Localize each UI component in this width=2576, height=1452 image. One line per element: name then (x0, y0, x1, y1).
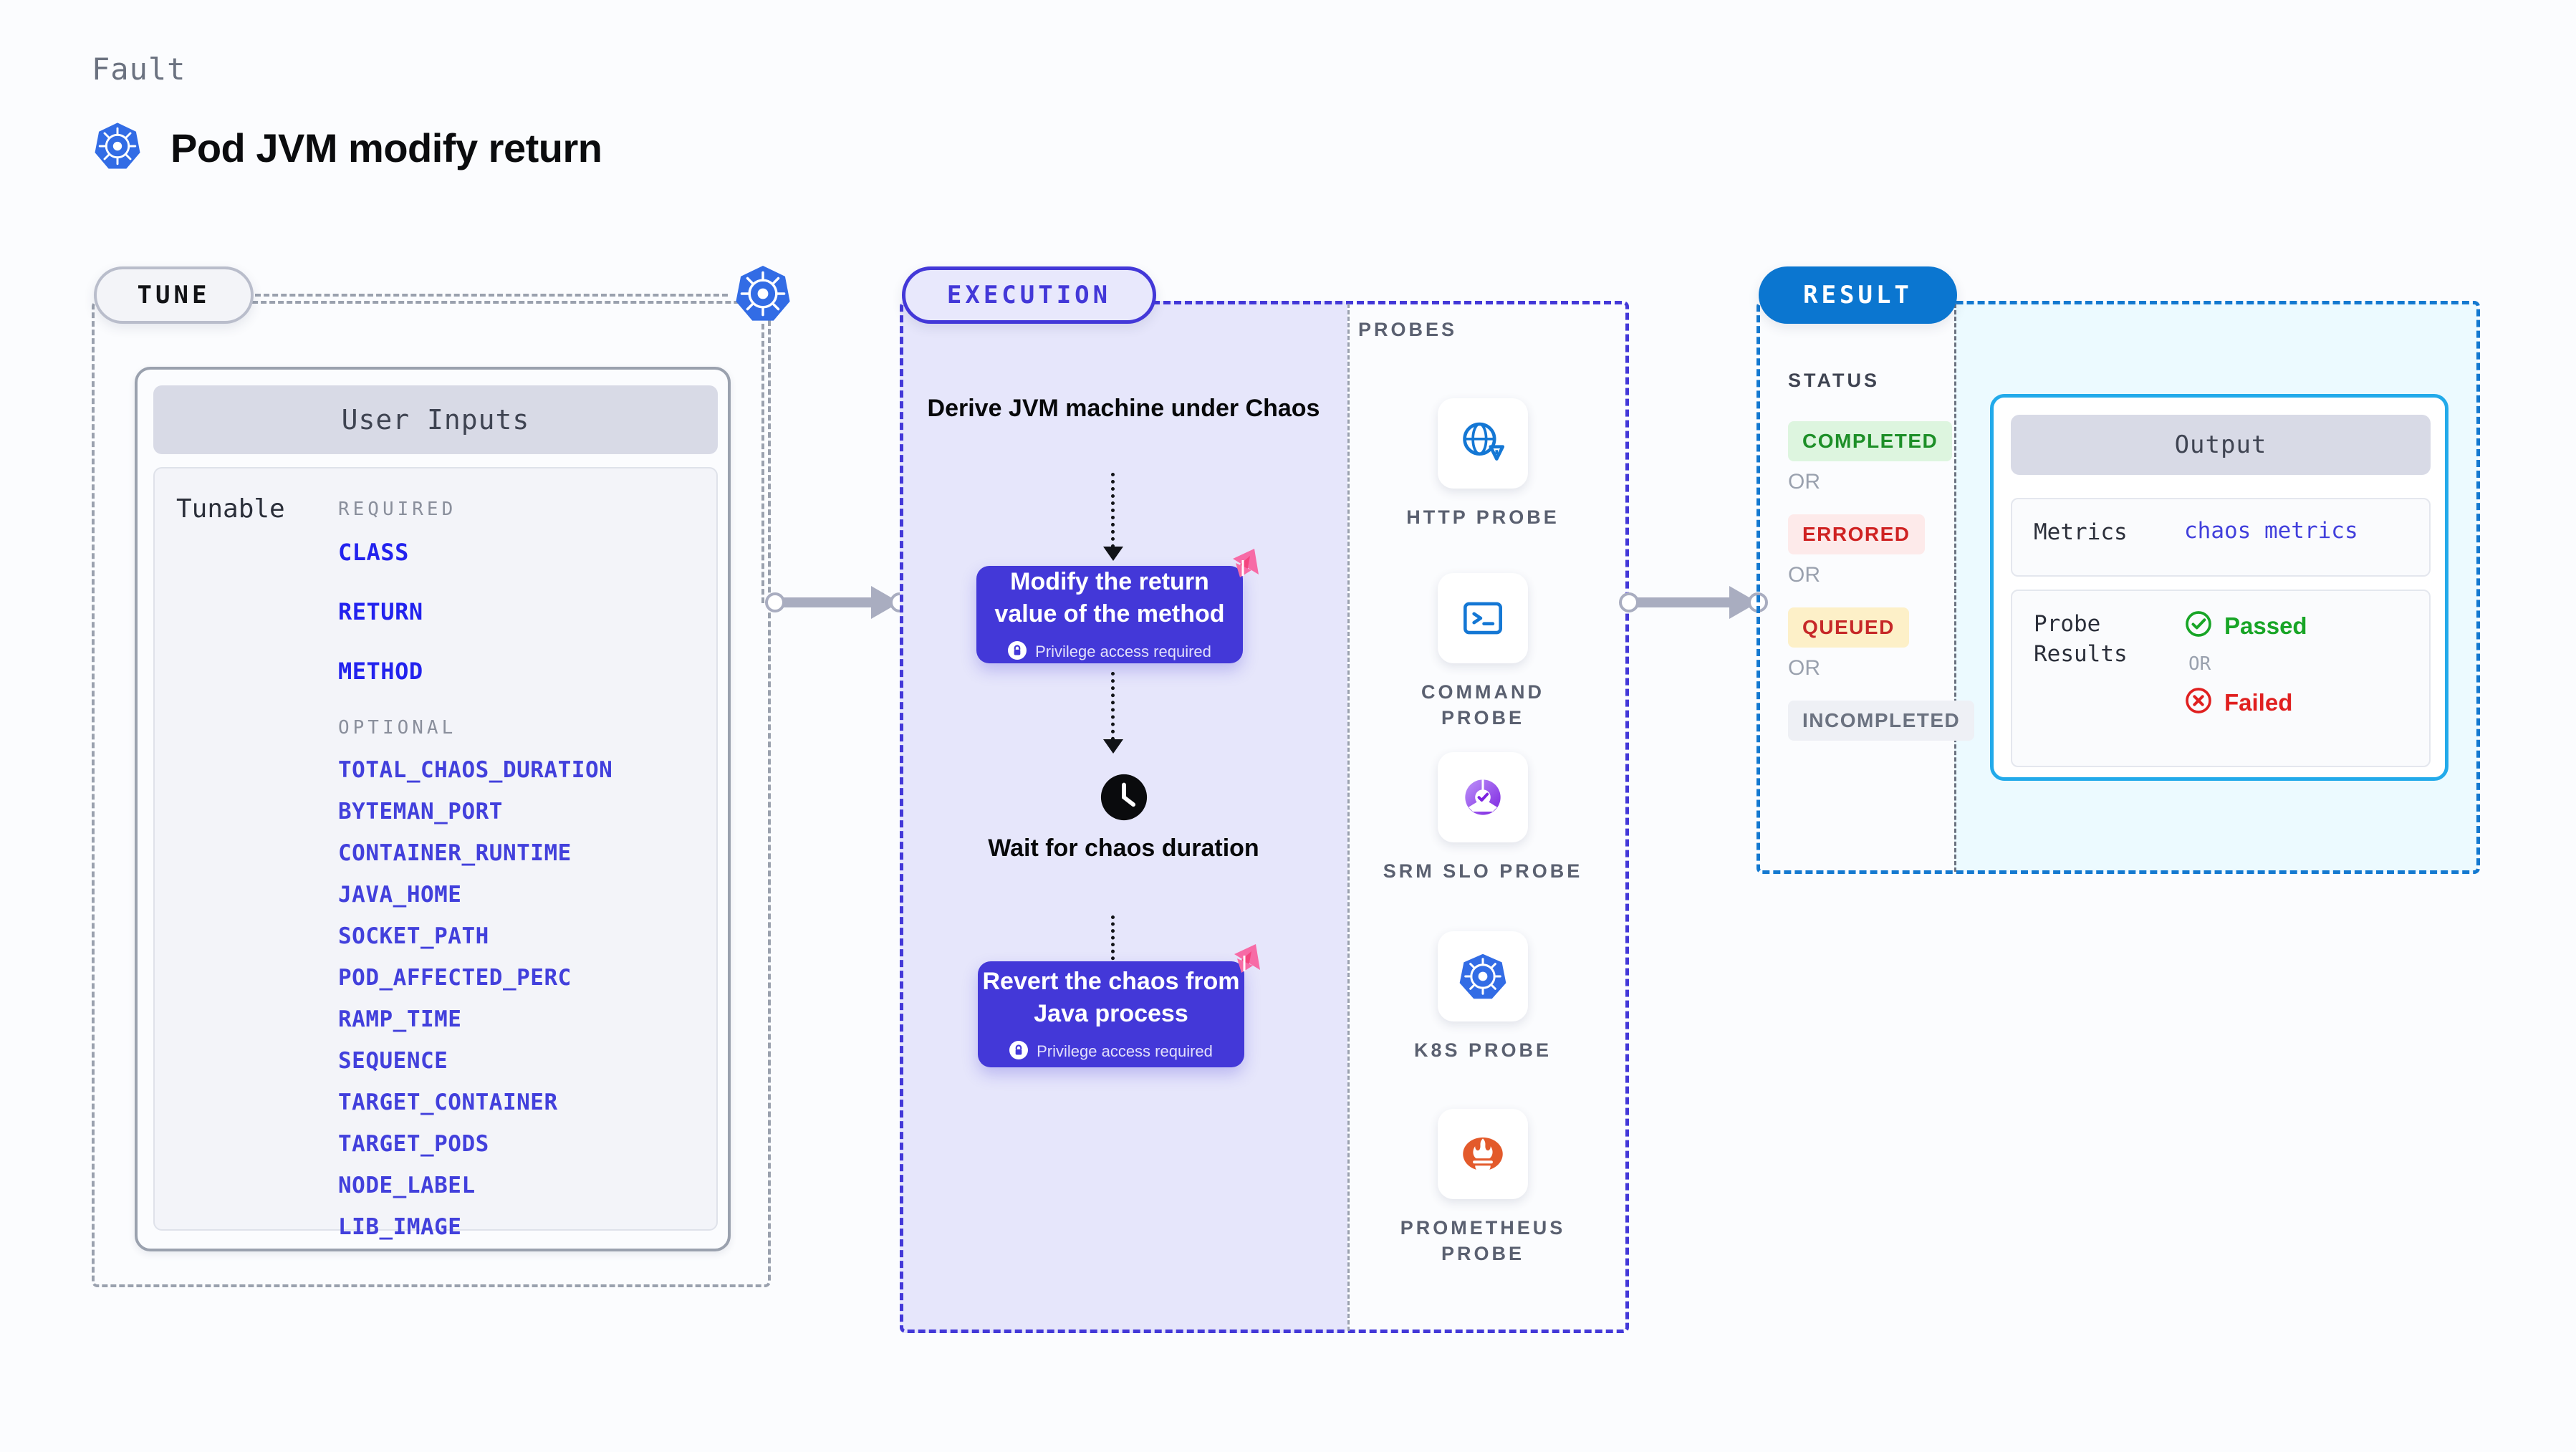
privilege-label: Privilege access required (1037, 1042, 1213, 1061)
arrow-step1-to-step2 (1103, 473, 1123, 561)
fault-title-row: Pod JVM modify return (92, 120, 602, 176)
required-parameter-list: CLASS RETURN METHOD (338, 539, 711, 685)
privilege-label: Privilege access required (1035, 643, 1211, 661)
srm-slo-icon (1438, 752, 1528, 842)
execution-to-result-arrow (1619, 586, 1771, 619)
tunable-label: Tunable (176, 494, 285, 524)
check-circle-icon (2184, 610, 2213, 642)
result-boundary (1756, 301, 2480, 874)
probe-caption: COMMAND PROBE (1421, 681, 1544, 729)
chaos-corner-icon (1219, 543, 1264, 589)
output-metrics-row: Metrics chaos metrics (2011, 498, 2431, 577)
probe-result-passed: Passed (2184, 610, 2307, 642)
fault-eyebrow: Fault (92, 52, 186, 87)
status-or-label: OR (1788, 656, 1820, 680)
execution-step4-text: Revert the chaos from Java process (982, 968, 1240, 1027)
user-inputs-card: User Inputs Tunable REQUIRED CLASS RETURN… (135, 367, 731, 1251)
optional-parameter[interactable]: TARGET_CONTAINER (338, 1090, 558, 1115)
optional-parameter[interactable]: TARGET_PODS (338, 1131, 489, 1157)
optional-parameter[interactable]: RAMP_TIME (338, 1006, 462, 1032)
required-parameter[interactable]: METHOD (338, 658, 423, 685)
kubernetes-icon (92, 120, 143, 176)
optional-parameter[interactable]: BYTEMAN_PORT (338, 799, 503, 824)
arrow-step2-to-step3 (1103, 672, 1123, 754)
optional-parameter[interactable]: SOCKET_PATH (338, 923, 489, 949)
execution-step2-box[interactable]: Modify the return value of the method Pr… (976, 549, 1259, 663)
probe-item-command[interactable]: COMMAND PROBE (1379, 573, 1587, 731)
status-badge[interactable]: COMPLETED (1788, 421, 1953, 461)
execution-step4-box[interactable]: Revert the chaos from Java process Privi… (978, 944, 1260, 1067)
tune-boundary (92, 301, 771, 1287)
status-label: STATUS (1788, 370, 1880, 391)
probe-result-failed: Failed (2184, 686, 2307, 718)
k8s-drop-line (761, 324, 764, 603)
output-card: Output Metrics chaos metrics Probe Resul… (1990, 394, 2448, 781)
status-divider (1954, 304, 1956, 872)
execution-boundary (900, 301, 1629, 1333)
probe-item-http[interactable]: HTTP PROBE (1379, 398, 1587, 530)
optional-parameter[interactable]: POD_AFFECTED_PERC (338, 965, 572, 991)
x-circle-icon (2184, 686, 2213, 718)
status-badge[interactable]: INCOMPLETED (1788, 701, 1975, 741)
probes-label: PROBES (1358, 319, 1458, 340)
probe-item-k8s[interactable]: K8S PROBE (1379, 931, 1587, 1063)
probe-item-srm-slo[interactable]: SRM SLO PROBE (1379, 752, 1587, 884)
required-group-label: REQUIRED (338, 499, 457, 520)
tune-badge-connector (255, 294, 728, 297)
tune-stage-badge[interactable]: TUNE (94, 266, 254, 324)
execution-step1-heading: Derive JVM machine under Chaos (927, 395, 1320, 422)
probe-item-prometheus[interactable]: PROMETHEUS PROBE (1379, 1109, 1587, 1267)
page-title: Pod JVM modify return (170, 125, 602, 170)
output-title: Output (2011, 415, 2431, 475)
required-parameter[interactable]: CLASS (338, 539, 409, 566)
lock-icon (1008, 640, 1027, 663)
optional-parameter[interactable]: TOTAL_CHAOS_DURATION (338, 757, 613, 783)
status-badge[interactable]: QUEUED (1788, 607, 1909, 648)
chaos-corner-icon (1220, 938, 1266, 984)
metrics-key: Metrics (2034, 519, 2128, 545)
probes-divider (1347, 304, 1350, 1331)
probe-caption: PROMETHEUS PROBE (1400, 1217, 1566, 1265)
execution-step3-heading: Wait for chaos duration (988, 835, 1259, 862)
user-inputs-body: Tunable REQUIRED CLASS RETURN METHOD OPTIO… (153, 467, 718, 1240)
status-badge[interactable]: ERRORED (1788, 514, 1925, 554)
probe-results-key: Probe Results (2034, 611, 2128, 667)
privilege-note: Privilege access required (1008, 640, 1211, 663)
probe-caption: SRM SLO PROBE (1383, 860, 1583, 882)
status-or-label: OR (1788, 563, 1820, 587)
terminal-icon (1438, 573, 1528, 663)
result-stage-badge[interactable]: RESULT (1759, 266, 1957, 324)
globe-warning-icon (1438, 398, 1528, 489)
clock-icon (1099, 772, 1149, 822)
probe-result-or: OR (2188, 653, 2211, 675)
prometheus-icon (1438, 1109, 1528, 1199)
execution-step2-text: Modify the return value of the method (994, 568, 1225, 628)
kubernetes-icon (1438, 931, 1528, 1021)
optional-parameter[interactable]: LIB_IMAGE (338, 1214, 462, 1240)
probe-results-values: Passed OR Failed (2184, 610, 2307, 718)
output-probe-results-row: Probe Results Passed OR Failed (2011, 590, 2431, 767)
optional-parameter[interactable]: JAVA_HOME (338, 882, 462, 908)
kubernetes-icon (732, 263, 794, 324)
optional-parameter[interactable]: SEQUENCE (338, 1048, 448, 1074)
passed-label: Passed (2224, 612, 2307, 639)
optional-parameter-list: TOTAL_CHAOS_DURATION BYTEMAN_PORT CONTAINE… (338, 757, 711, 1240)
optional-parameter[interactable]: CONTAINER_RUNTIME (338, 840, 572, 866)
failed-label: Failed (2224, 688, 2293, 716)
probe-caption: HTTP PROBE (1406, 506, 1559, 528)
probe-caption: K8S PROBE (1413, 1039, 1552, 1061)
required-parameter[interactable]: RETURN (338, 598, 423, 625)
status-or-label: OR (1788, 470, 1820, 494)
optional-parameter[interactable]: NODE_LABEL (338, 1173, 476, 1198)
metrics-value[interactable]: chaos metrics (2184, 518, 2358, 544)
user-inputs-title: User Inputs (153, 385, 718, 454)
lock-icon (1009, 1040, 1029, 1063)
execution-stage-badge[interactable]: EXECUTION (902, 266, 1156, 324)
tune-to-execution-arrow (765, 586, 910, 619)
privilege-note: Privilege access required (1009, 1040, 1213, 1063)
parameter-column: REQUIRED CLASS RETURN METHOD OPTIONAL TOTA… (338, 483, 711, 1256)
optional-group-label: OPTIONAL (338, 717, 457, 739)
